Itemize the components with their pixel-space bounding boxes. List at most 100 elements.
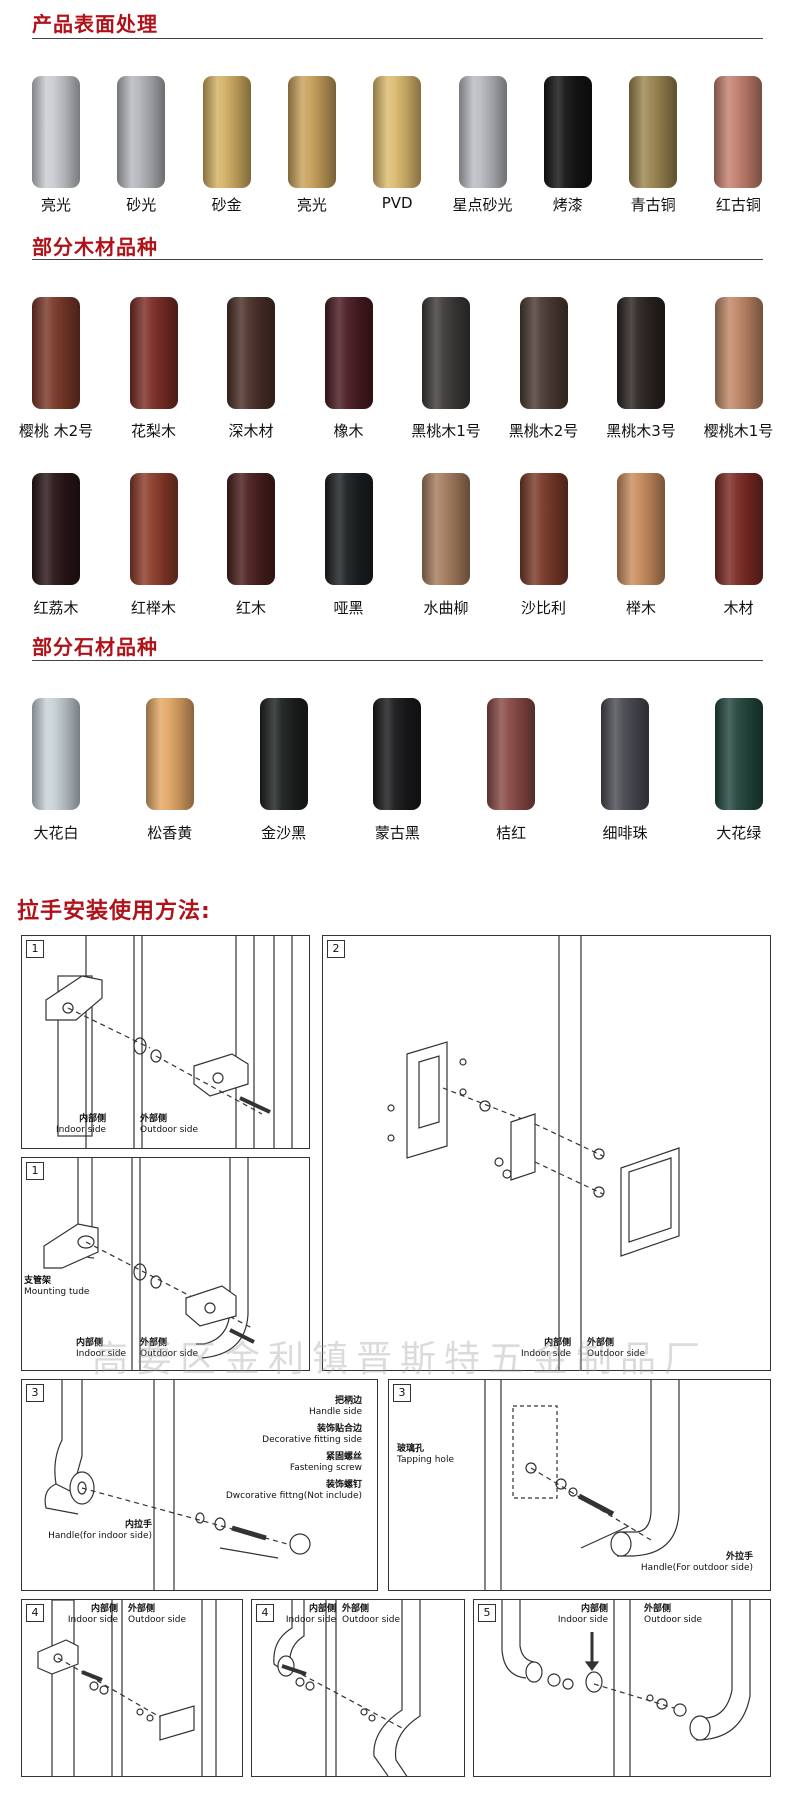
outdoor-cn: 外部侧 [644,1604,672,1614]
stone-label: 松香黄 [147,824,193,842]
stone-swatch [32,698,80,810]
wood-swatch [714,473,763,585]
handle-out-cn: 外拉手 [725,1552,753,1562]
wood-label: 红榉木 [130,599,176,617]
wood-label: 榉木 [625,599,656,617]
wood-swatch [324,473,373,585]
step-number: 4 [26,1604,44,1622]
wood-label: 沙比利 [520,599,566,617]
outdoor-en: Outdoor side [140,1125,199,1135]
handle-out-en: Handle(For outdoor side) [640,1563,753,1573]
outdoor-en: Outdoor side [644,1615,703,1625]
wood-label: 黑桃木3号 [606,422,676,440]
wood-label: 橡木 [333,422,364,440]
finish-swatch [373,76,422,188]
stone-label: 蒙古黑 [374,824,420,842]
wood-swatch [32,297,80,409]
fasten-en: Fastening screw [289,1463,362,1473]
stone-swatch [714,698,763,810]
finish-label: 亮光 [296,196,327,214]
stone-swatch [259,698,308,810]
wood-section-title: 部分木材品种 [32,235,158,259]
step3b-diagram [484,1380,680,1590]
stone-divider [32,660,763,661]
indoor-cn: 内部侧 [79,1114,107,1124]
finish-label: 砂光 [126,196,157,214]
stone-label: 金沙黑 [261,824,307,842]
deco-fit-cn: 装饰贴合边 [316,1424,362,1434]
outdoor-cn: 外部侧 [140,1338,168,1348]
step-number: 5 [478,1604,496,1622]
wood-swatch [617,297,665,409]
outdoor-en: Outdoor side [140,1349,199,1359]
finish-divider [32,38,763,39]
finish-section-title: 产品表面处理 [32,12,158,36]
wood-swatch [129,473,178,585]
indoor-cn: 内部侧 [308,1604,336,1614]
finish-label: 砂金 [211,196,242,214]
wood-swatch [519,297,568,409]
finish-label: 星点砂光 [452,196,513,214]
step-number: 1 [26,940,44,958]
wood-label: 樱桃 木2号 [18,422,94,440]
indoor-en: Indoor side [521,1349,572,1359]
handle-in-en: Handle(for indoor side) [48,1531,152,1541]
handle-side-en: Handle side [308,1407,362,1417]
wood-swatch [227,297,275,409]
finish-label: 烤漆 [552,196,583,214]
finish-label: 红古铜 [715,196,761,214]
finish-swatch [629,76,678,188]
step4a-diagram [37,1600,217,1776]
step-number: 4 [256,1604,274,1622]
finish-label: PVD [381,194,413,212]
handle-in-cn: 内拉手 [124,1520,152,1530]
deco-nut-cn: 装饰螺钉 [325,1480,362,1490]
deco-fit-en: Decorative fitting side [262,1435,362,1445]
indoor-en: Indoor side [67,1615,118,1625]
step-number: 1 [26,1162,44,1180]
finish-swatch [202,76,251,188]
wood-swatch [422,297,470,409]
wood-swatch [129,297,178,409]
finish-swatch [117,76,166,188]
glass-en: Tapping hole [397,1455,454,1465]
finish-label: 青古铜 [630,196,676,214]
indoor-en: Indoor side [285,1615,336,1625]
outdoor-cn: 外部侧 [140,1114,168,1124]
wood-swatch [519,473,568,585]
fasten-cn: 紧固螺丝 [325,1452,362,1462]
handle-side-cn: 把柄边 [334,1396,362,1406]
mount-en: Mounting tude [24,1287,90,1297]
wood-swatch [227,473,275,585]
wood-label: 黑桃木1号 [411,422,481,440]
wood-label: 花梨木 [130,422,176,440]
stone-label: 桔红 [496,824,527,842]
wood-label: 红荔木 [33,599,79,617]
stone-label: 细啡珠 [602,824,648,842]
step-number: 2 [327,940,345,958]
install-section-title: 拉手安装使用方法: [17,899,211,924]
stone-label: 大花白 [33,824,79,842]
finish-swatch [714,76,763,188]
wood-label: 深木材 [228,422,274,440]
glass-cn: 玻璃孔 [397,1444,425,1454]
